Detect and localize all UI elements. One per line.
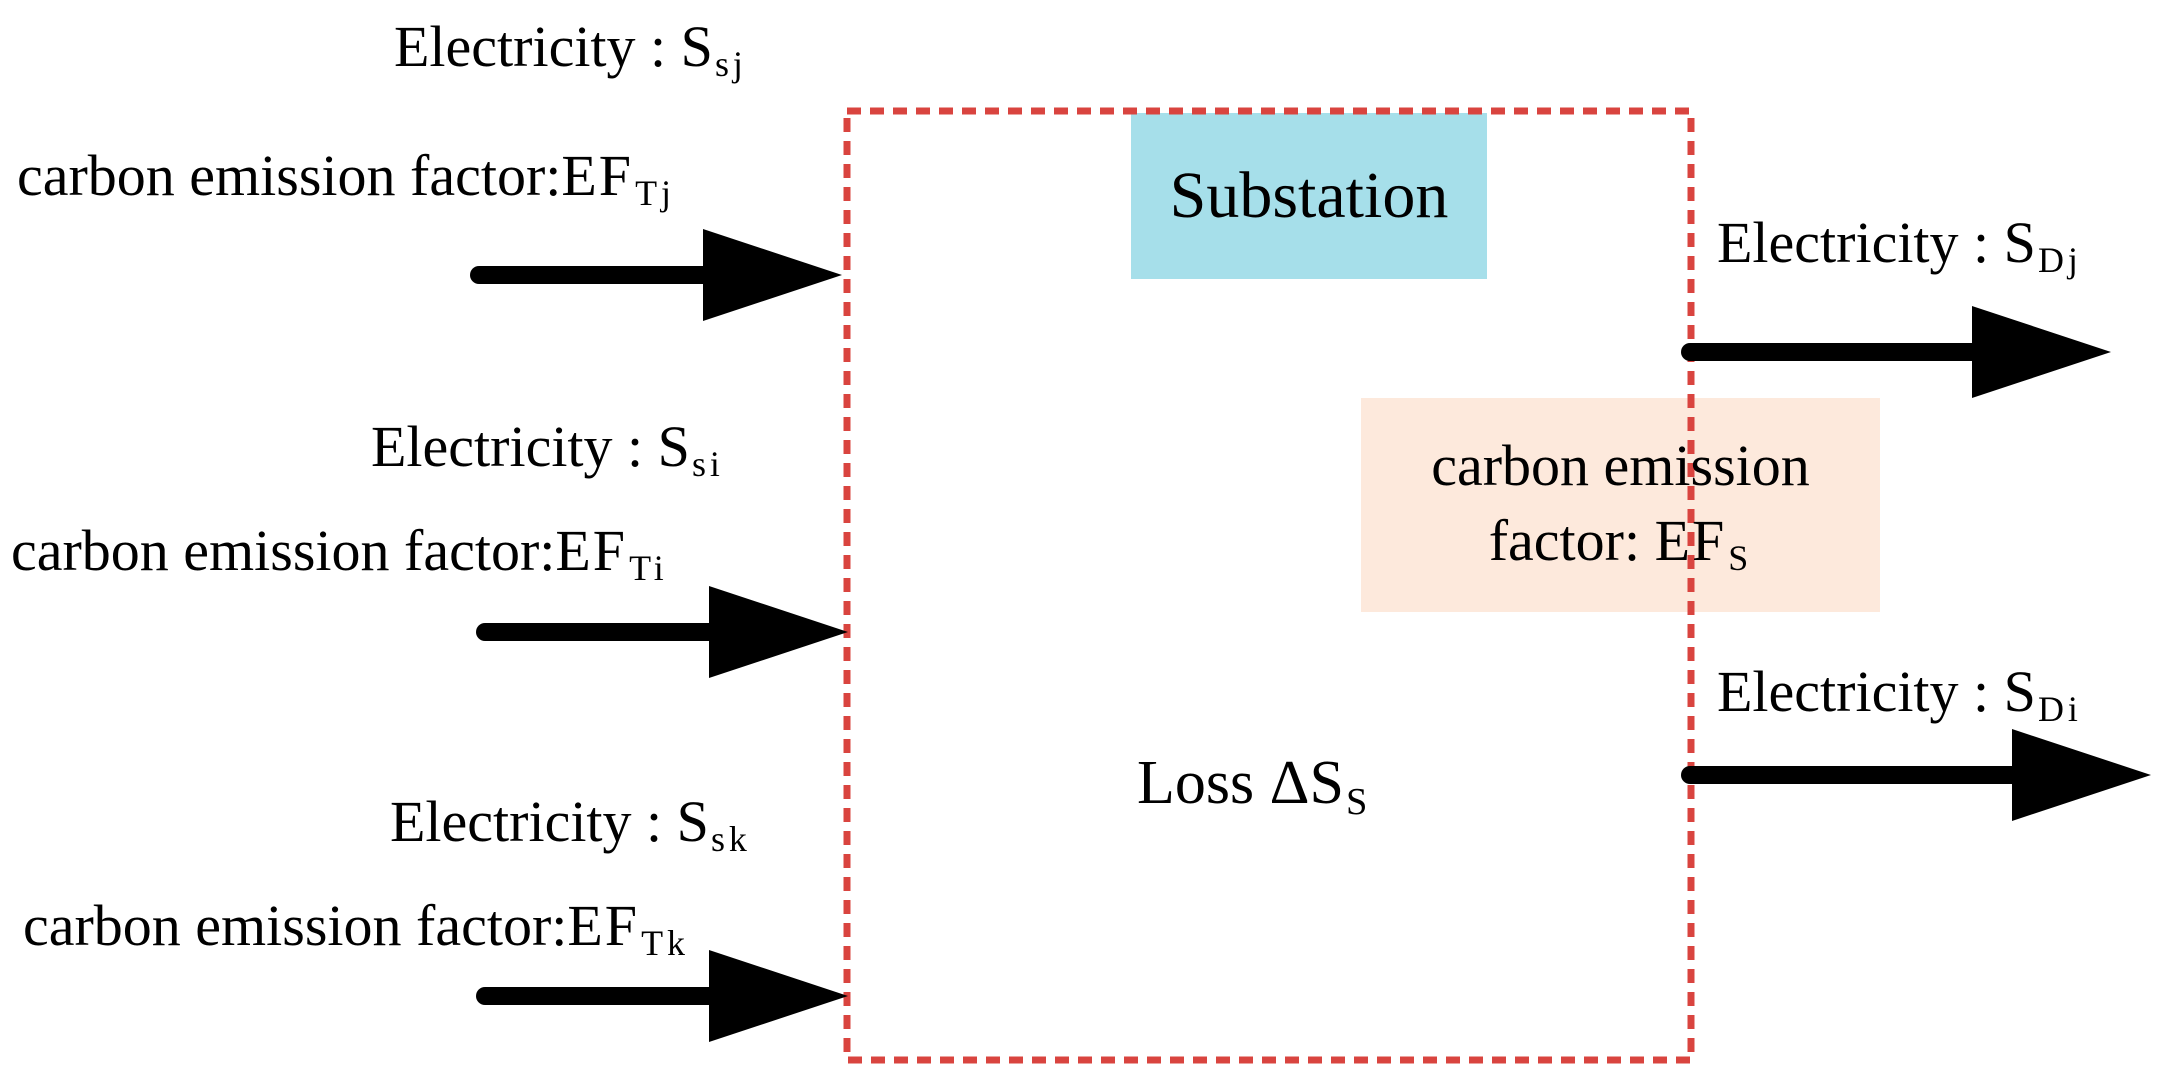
output-arrow-1 <box>1681 306 2111 398</box>
substation-title: Substation <box>1131 113 1487 279</box>
loss-label: Loss ΔSS <box>1137 749 1372 823</box>
substation-ef-box <box>1361 398 1880 612</box>
substation-boundary <box>843 107 1695 1064</box>
substation-title-text: Substation <box>1169 159 1449 232</box>
substation-ef-line1: carbon emission <box>1431 432 1810 498</box>
input-2-ef: carbon emission factor:EFTi <box>11 518 668 589</box>
input-arrow-3 <box>476 950 848 1042</box>
output-arrow-2 <box>1681 729 2151 821</box>
input-1-ef: carbon emission factor:EFTj <box>17 143 676 214</box>
input-arrow-1 <box>470 229 842 321</box>
substation-ef-line2: factor: EFS <box>1488 508 1753 579</box>
input-3-electricity: Electricity : Ssk <box>390 789 751 860</box>
substation-ef-text: carbon emission factor: EFS <box>1361 398 1880 612</box>
output-2-electricity: Electricity : SDi <box>1717 659 2082 730</box>
input-3-ef: carbon emission factor:EFTk <box>23 893 690 964</box>
input-2-electricity: Electricity : Ssi <box>371 414 724 485</box>
input-1-electricity: Electricity : Ssj <box>394 14 747 85</box>
input-arrow-2 <box>476 586 848 678</box>
output-1-electricity: Electricity : SDj <box>1717 210 2082 281</box>
substation-label-box <box>1131 113 1487 279</box>
